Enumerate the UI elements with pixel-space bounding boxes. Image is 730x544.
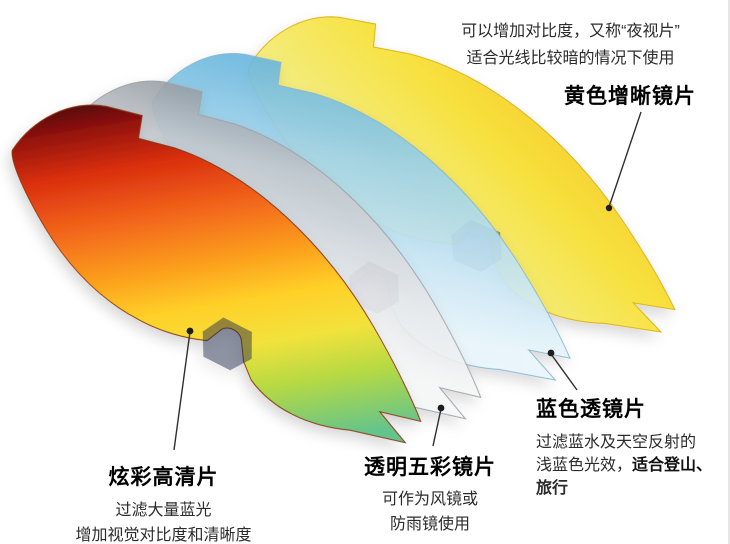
- annotation-yellow-desc: 可以增加对比度，又称“夜视片” 适合光线比较暗的情况下使用: [418, 18, 723, 72]
- rainbow-desc-line2: 增加视觉对比度和清晰度: [75, 527, 252, 544]
- leader-line-blue: [550, 353, 578, 391]
- yellow-lens-title: 黄色增晰镜片: [564, 85, 696, 108]
- leader-dot-rainbow: [186, 327, 194, 335]
- blue-desc-line2: 浅蓝色光效，适合登山、: [536, 454, 728, 477]
- leader-dot-yellow: [605, 204, 613, 212]
- leader-dot-clear: [437, 404, 445, 412]
- blue-desc-line2-bold: 适合登山、: [632, 457, 713, 474]
- annotation-clear: 透明五彩镜片 可作为风镜或 防雨镜使用: [338, 451, 522, 537]
- rainbow-lens-title: 炫彩高清片: [108, 466, 219, 489]
- leader-dots: [186, 204, 613, 412]
- blue-desc-line2-regular: 浅蓝色光效，: [536, 457, 633, 474]
- leader-line-rainbow: [173, 331, 191, 451]
- blue-desc-line1: 过滤蓝水及天空反射的: [536, 434, 697, 451]
- leader-line-clear: [432, 408, 442, 447]
- blue-lens-title: 蓝色透镜片: [536, 398, 646, 421]
- clear-desc-line1: 可作为风镜或: [381, 491, 478, 508]
- annotation-blue: 蓝色透镜片 过滤蓝水及天空反射的 浅蓝色光效，适合登山、 旅行: [536, 393, 728, 500]
- yellow-desc-line1: 可以增加对比度，又称“夜视片”: [461, 23, 680, 40]
- clear-desc-line2: 防雨镜使用: [389, 516, 470, 533]
- leader-line-yellow: [608, 111, 642, 208]
- annotation-rainbow: 炫彩高清片 过滤大量蓝光 增加视觉对比度和清晰度: [56, 461, 271, 544]
- leader-lines: [173, 111, 642, 451]
- leader-dot-blue: [547, 349, 555, 357]
- clear-lens-title: 透明五彩镜片: [364, 456, 496, 479]
- page-right-border: [728, 0, 730, 544]
- blue-desc-line3: 旅行: [536, 480, 569, 497]
- rainbow-desc-line1: 过滤大量蓝光: [115, 502, 212, 519]
- yellow-desc-line2: 适合光线比较暗的情况下使用: [466, 50, 675, 67]
